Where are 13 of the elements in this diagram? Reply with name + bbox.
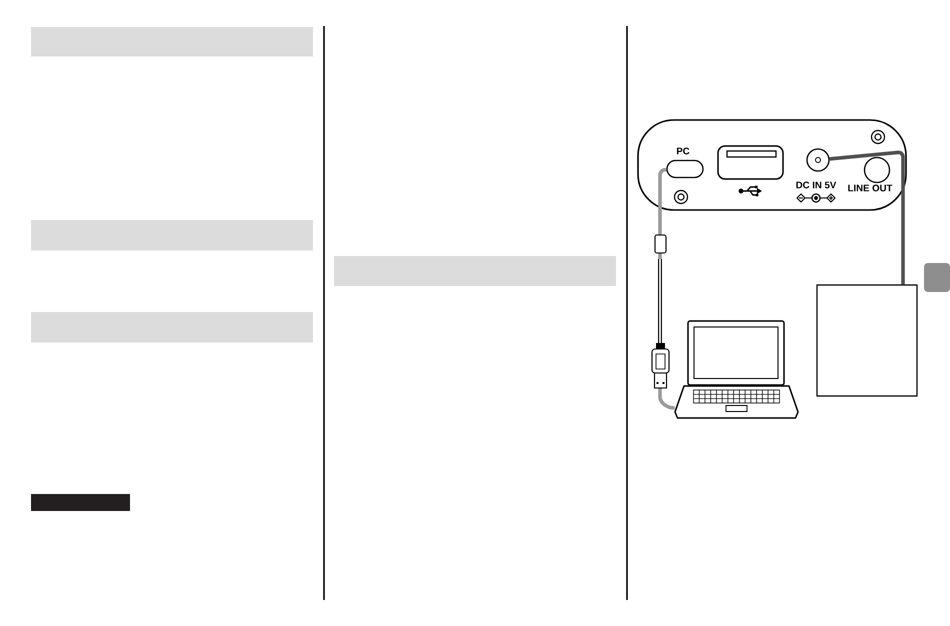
device-panel xyxy=(637,119,907,211)
port-label: DC IN 5V xyxy=(796,182,836,188)
cable xyxy=(829,150,905,284)
port-label: LINE OUT xyxy=(848,184,892,192)
heading-band xyxy=(31,220,313,250)
heading-band xyxy=(334,256,616,286)
heading-band xyxy=(31,312,313,342)
blank-box xyxy=(816,284,918,397)
laptop xyxy=(674,320,799,419)
heading-band xyxy=(31,27,313,56)
port-label: PC xyxy=(676,148,690,154)
usb-port xyxy=(717,145,784,180)
heading-bar xyxy=(31,494,130,511)
